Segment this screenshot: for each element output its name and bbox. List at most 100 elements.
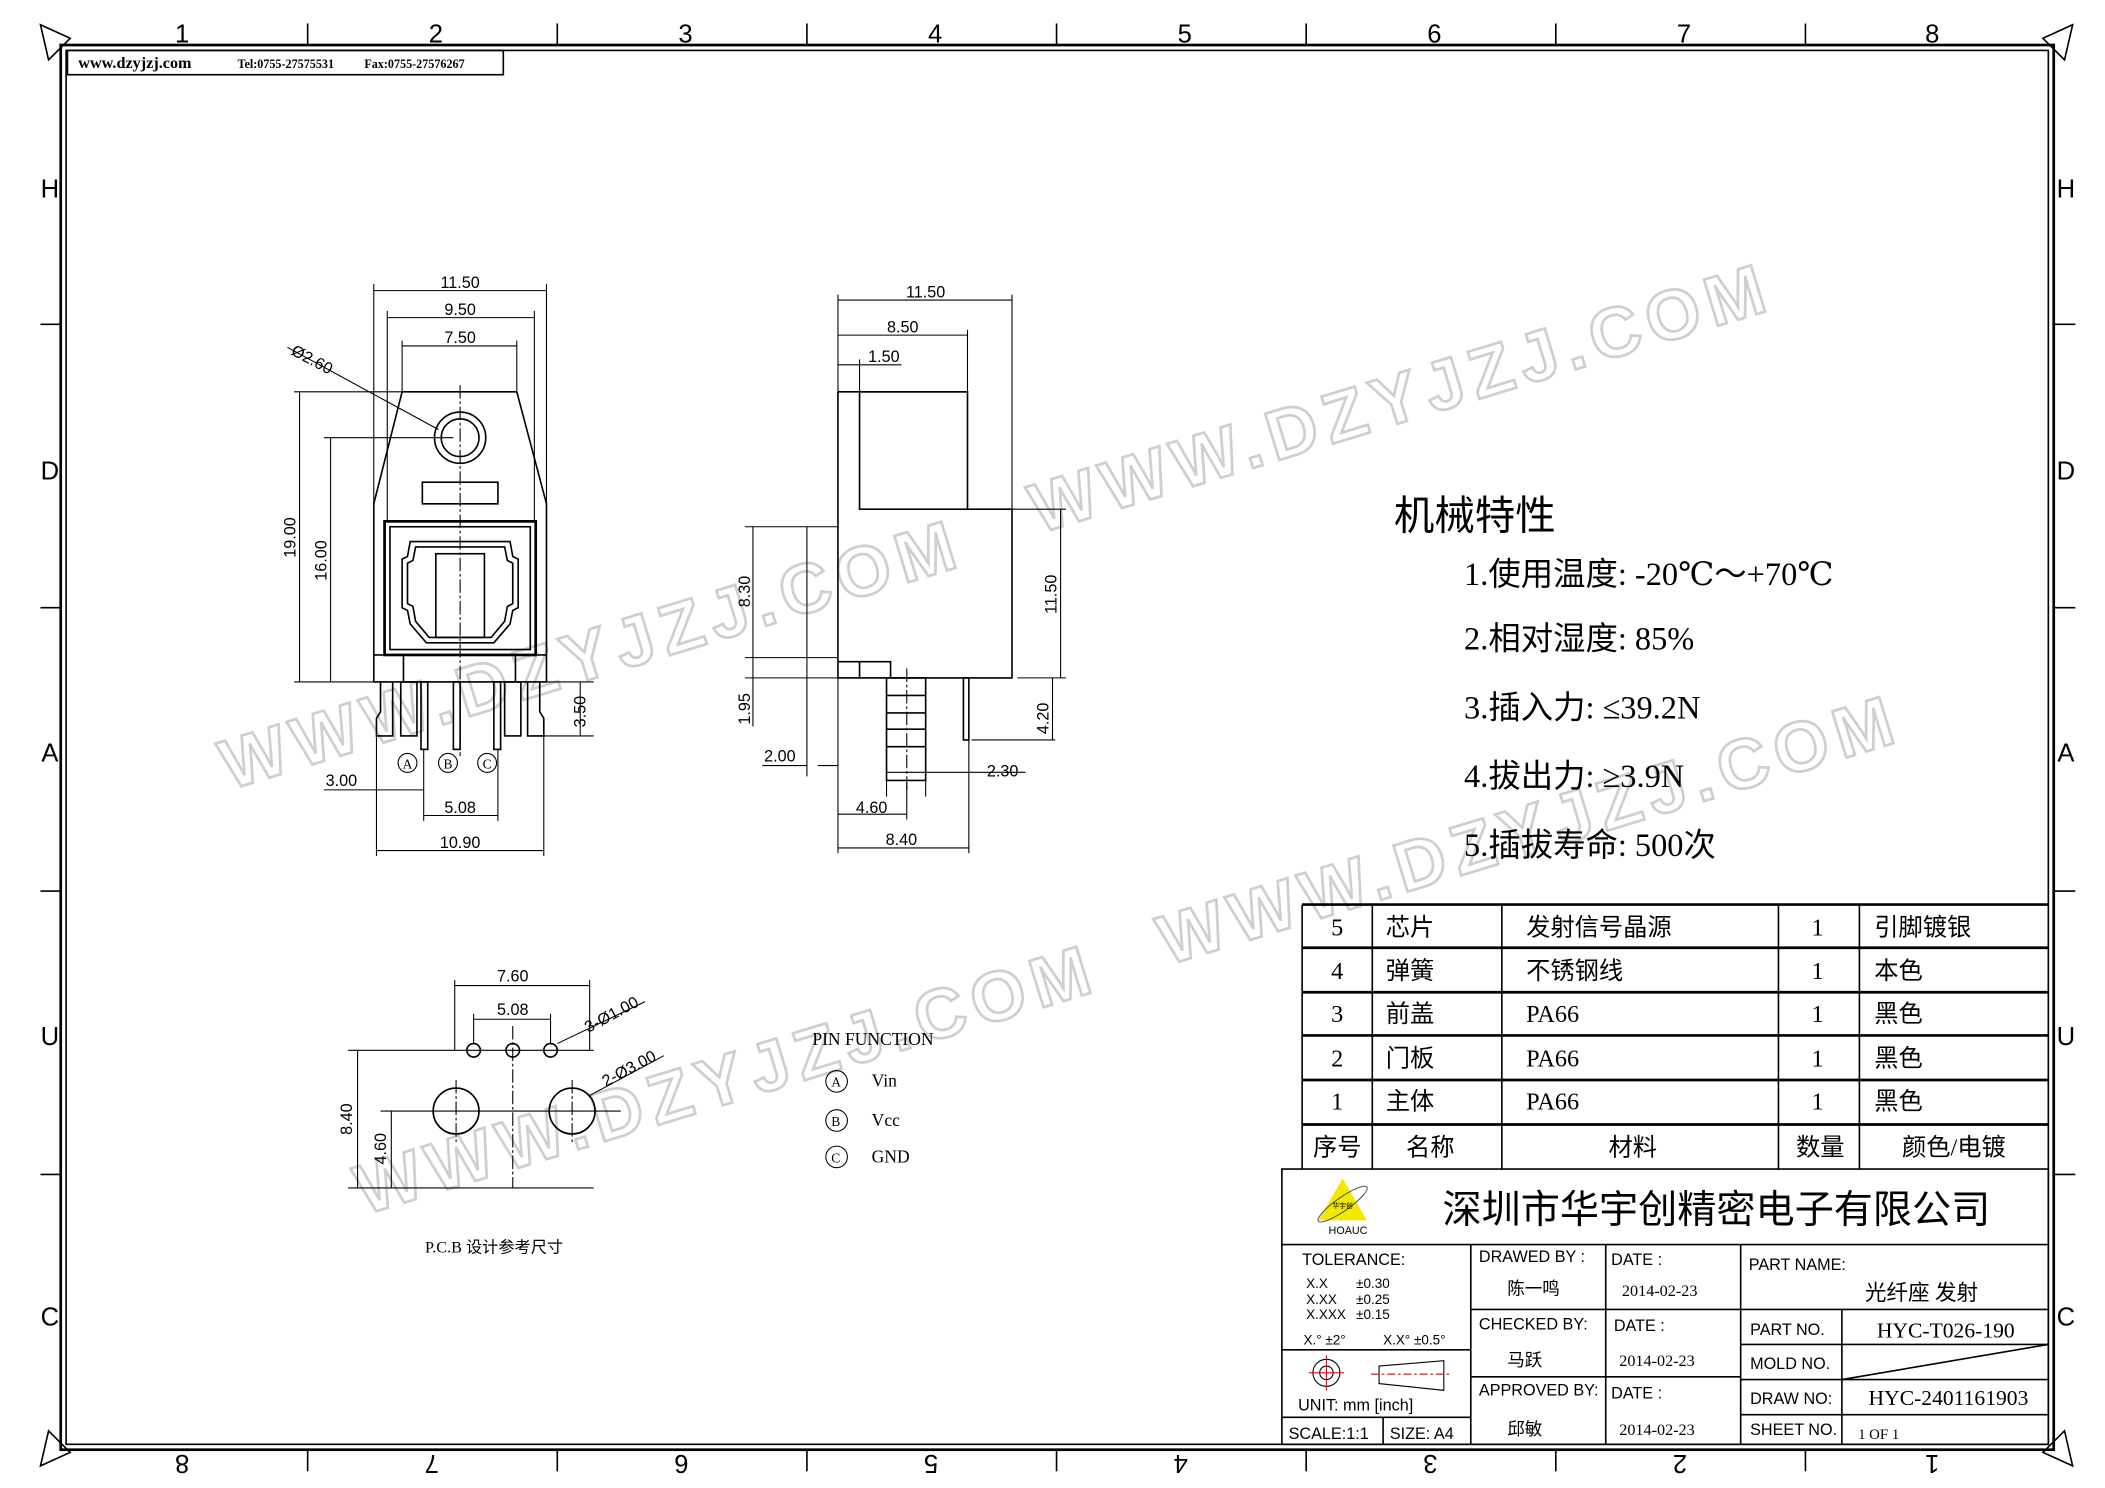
- dim-offset: 3.00: [326, 772, 358, 790]
- checked-by-name: 马跃: [1507, 1350, 1543, 1370]
- drawing-line: [493, 681, 502, 751]
- drawing-line: [548, 1087, 596, 1135]
- bom-header-row: 序号 名称 材料 数量 颜色/电镀: [1313, 1135, 2006, 1162]
- drawing-line: [2041, 23, 2074, 62]
- bom-cell: 主体: [1386, 1089, 1435, 1116]
- grid-row-left: A: [41, 740, 59, 768]
- drawing-line: [287, 346, 439, 431]
- drawn-by-name: 陈一鸣: [1507, 1279, 1560, 1299]
- dim-pin-pitch: 5.08: [444, 799, 476, 817]
- mold-no-label: MOLD NO.: [1750, 1355, 1830, 1373]
- grid-labels: 1 2 3 4 5 6 7 8 8 7 6 5 4 3 2 1 H D A U …: [41, 20, 2076, 1477]
- dim-side-pin-offset: 2.30: [987, 762, 1019, 780]
- mechanical-specs: 机械特性 1.使用温度: -20℃～+70℃ 2.相对湿度: 85% 3.插入力…: [1394, 493, 1834, 864]
- bom-cell: 本色: [1874, 958, 1923, 985]
- dim-height-hole: 16.00: [313, 540, 331, 581]
- bom-cell: 1: [1331, 1089, 1343, 1116]
- pin-a-marker: A: [831, 1075, 841, 1090]
- drawing-line: [588, 1055, 665, 1097]
- bom-row: 4 弹簧 不锈钢线 1 本色: [1331, 958, 1923, 985]
- dim-side-step-height: 1.95: [736, 693, 754, 725]
- grid-col-bottom: 6: [674, 1449, 688, 1477]
- bom-row: 1 主体 PA66 1 黑色: [1331, 1089, 1923, 1116]
- drawing-line: [526, 681, 545, 737]
- dim-side-width-total: 11.50: [906, 283, 945, 301]
- dim-pin-length: 3.50: [572, 696, 590, 728]
- pin-markers: A B C: [397, 752, 498, 773]
- drawing-line: [399, 681, 418, 737]
- pcb-caption: P.C.B 设计参考尺寸: [425, 1239, 563, 1257]
- drawing-line: [503, 681, 522, 737]
- tolerance-key: X.XX: [1306, 1292, 1337, 1307]
- drawing-line: [858, 391, 969, 511]
- dim-width-total: 11.50: [440, 274, 479, 292]
- drawing-line: [438, 752, 458, 773]
- bom-cell: PA66: [1526, 1045, 1579, 1072]
- grid-row-right: A: [2057, 740, 2075, 768]
- tolerance-key: X.XXX: [1306, 1307, 1346, 1322]
- grid-col-bottom: 8: [175, 1449, 189, 1477]
- part-no-label: PART NO.: [1750, 1321, 1825, 1339]
- drawing-line: [962, 677, 970, 741]
- bom-cell: 发射信号晶源: [1526, 915, 1672, 942]
- contact-header: www.dzyjzj.com Tel:0755-27575531 Fax:075…: [66, 49, 505, 76]
- watermarks: WWW.DZYJZJ.COM WWW.DZYJZJ.COM WWW.DZYJZJ…: [209, 245, 1911, 1230]
- approved-date: 2014-02-23: [1619, 1421, 1695, 1439]
- dim-pcb-small-holes: 3-Ø1.00: [582, 993, 642, 1036]
- bom-cell: 门板: [1386, 1045, 1435, 1072]
- unit-label: UNIT: mm [inch]: [1298, 1397, 1413, 1415]
- dim-side-pin-length: 4.20: [1034, 703, 1052, 735]
- dim-side-pin-pos: 8.40: [886, 831, 918, 849]
- drawing-line: [432, 1087, 480, 1135]
- bom-cell: 不锈钢线: [1526, 958, 1623, 985]
- dim-side-height-right: 11.50: [1043, 575, 1061, 614]
- drawing-line: [1281, 1168, 2050, 1446]
- bom-header: 序号: [1313, 1135, 1362, 1162]
- tel: Tel:0755-27575531: [237, 57, 334, 71]
- drawing-line: [65, 49, 2050, 1446]
- bom-cell: 黑色: [1874, 1045, 1923, 1072]
- grid-row-right: U: [2057, 1023, 2076, 1051]
- grid-col-top: 2: [429, 20, 443, 48]
- part-no: HYC-T026-190: [1877, 1319, 2015, 1343]
- bom-cell: 弹簧: [1386, 958, 1435, 985]
- dim-side-step: 1.50: [868, 348, 900, 366]
- dim-pcb-height-big: 4.60: [372, 1133, 390, 1165]
- sheet-no-label: SHEET NO.: [1750, 1421, 1837, 1439]
- fax: Fax:0755-27576267: [364, 57, 464, 71]
- grid-col-top: 1: [175, 20, 189, 48]
- pin-b-marker: B: [831, 1114, 840, 1129]
- drawing-line: [1317, 1185, 1368, 1223]
- grid-col-top: 5: [1178, 20, 1192, 48]
- pin-c-function: GND: [872, 1146, 910, 1166]
- company-name: 深圳市华宇创精密电子有限公司: [1443, 1189, 1991, 1232]
- company-logo: 华宇创 HOAUC: [1317, 1178, 1368, 1237]
- grid-col-bottom: 3: [1423, 1449, 1437, 1477]
- drawing-line: [406, 546, 514, 639]
- pin-label-c: C: [483, 756, 492, 771]
- drawing-line: [825, 1109, 848, 1132]
- drawing-line: [397, 752, 418, 773]
- drawing-line: [66, 49, 505, 76]
- watermark-text: WWW.DZYJZJ.COM: [346, 928, 1107, 1229]
- grid-row-left: C: [41, 1304, 60, 1332]
- drawing-line: [420, 681, 429, 751]
- projection-symbol: [1308, 1355, 1452, 1391]
- grid-row-left: U: [41, 1023, 60, 1051]
- dim-hole-diameter: Ø2.60: [288, 342, 335, 379]
- website[interactable]: www.dzyjzj.com: [78, 54, 192, 72]
- front-view: 11.50 9.50 7.50 Ø2.60 19.00 16.00 3.50 3…: [282, 274, 594, 856]
- bom-cell: 引脚镀银: [1874, 915, 1971, 942]
- dim-height-total: 19.00: [282, 517, 300, 558]
- angle-tolerance: X.X° ±0.5°: [1383, 1332, 1445, 1347]
- drawing-line: [2041, 1429, 2074, 1468]
- tolerance-key: X.X: [1306, 1276, 1328, 1291]
- grid-col-bottom: 4: [1174, 1449, 1188, 1477]
- tolerance-value: ±0.15: [1356, 1307, 1390, 1322]
- sheet-no: 1 OF 1: [1858, 1427, 1899, 1443]
- dim-pcb-span-pins: 5.08: [497, 1001, 529, 1019]
- bom-cell: PA66: [1526, 1089, 1579, 1116]
- bom-cell: 1: [1812, 915, 1824, 942]
- sheet-frame: [39, 23, 2076, 1472]
